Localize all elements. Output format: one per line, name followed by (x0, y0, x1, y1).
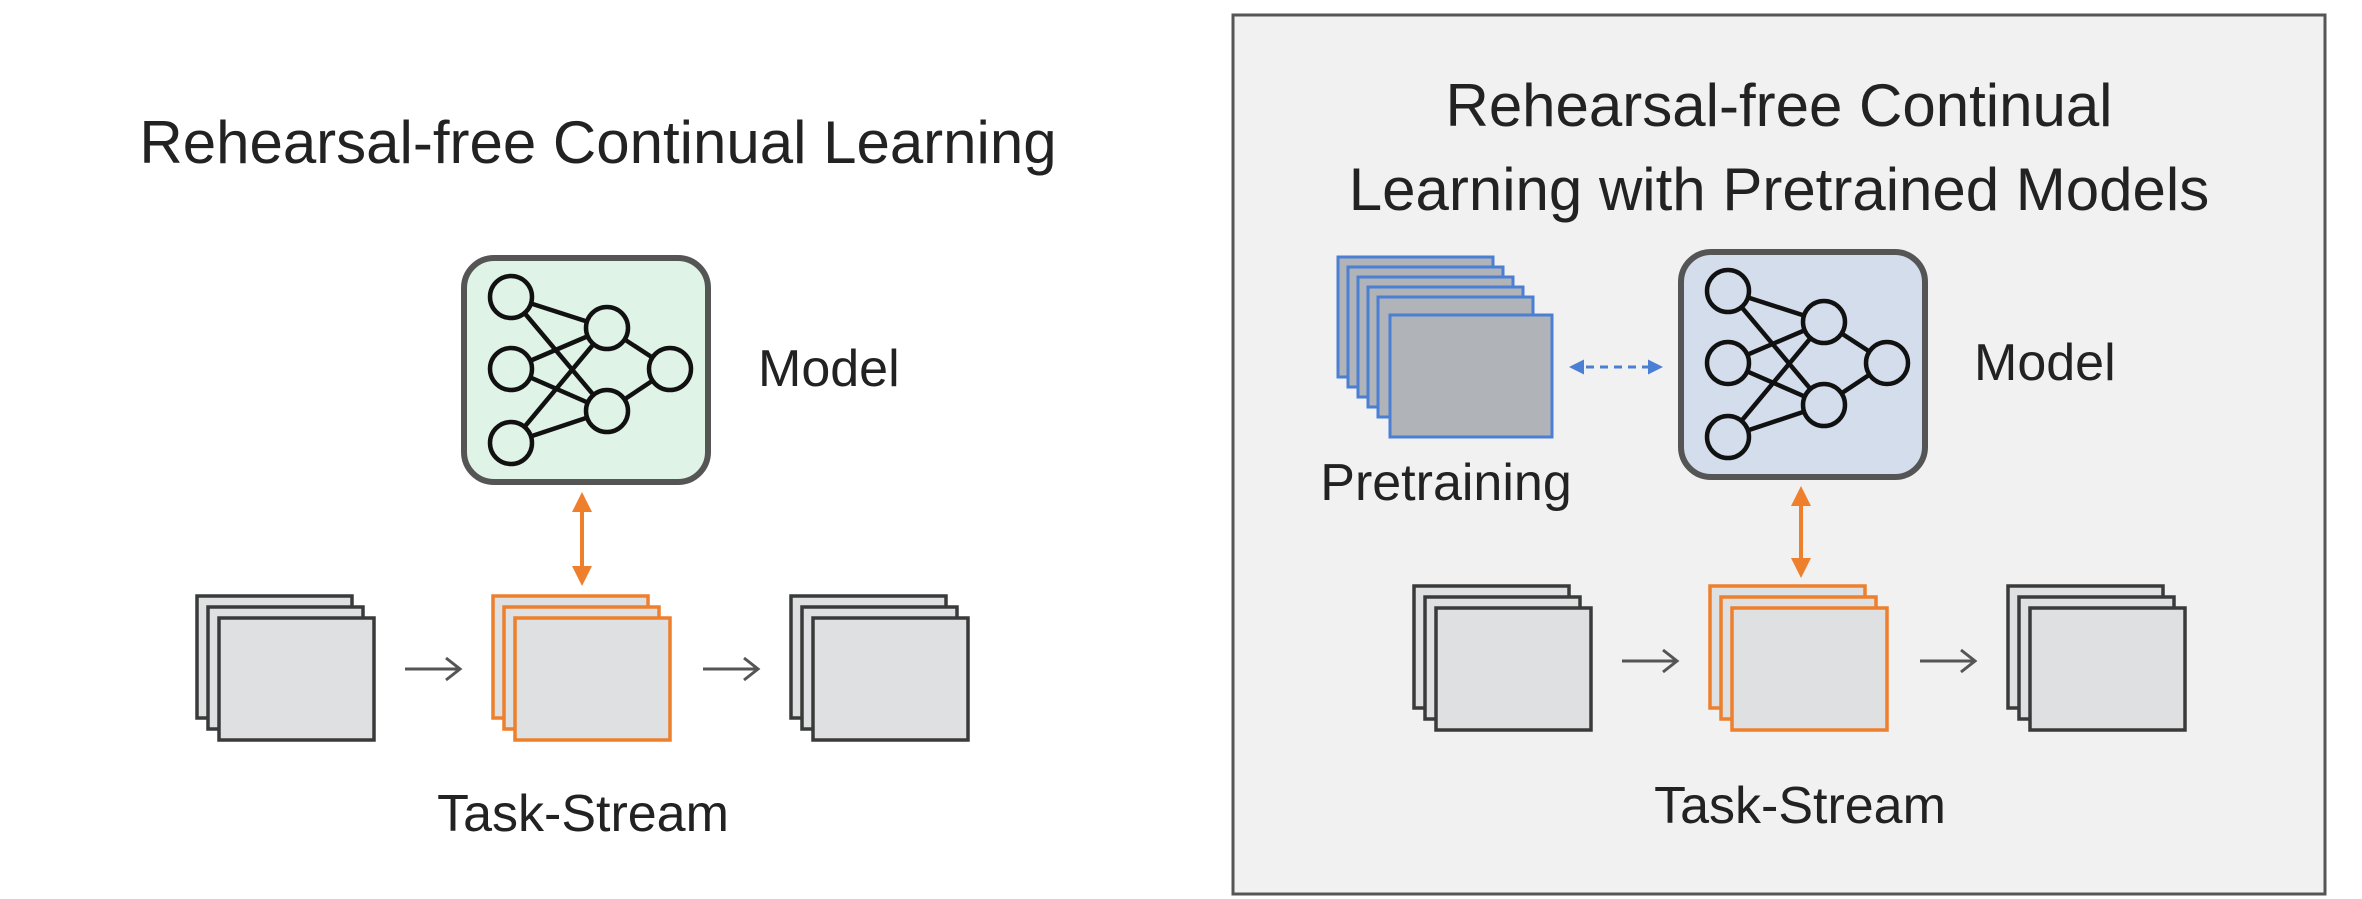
right-task-stack-1 (1412, 584, 1593, 732)
left-task-stack-3 (789, 594, 970, 742)
right-panel: Rehearsal-free Continual Learning with P… (1231, 13, 2327, 896)
left-model-label: Model (758, 340, 900, 398)
left-task-stack-active (491, 594, 672, 742)
right-model-label: Model (1974, 334, 2116, 392)
right-task-stack-active (1708, 584, 1889, 732)
right-panel-title-line2: Learning with Pretrained Models (1349, 156, 2209, 223)
pretraining-stack (1336, 255, 1554, 439)
left-stream-label: Task-Stream (437, 785, 729, 843)
left-panel-title: Rehearsal-free Continual Learning (139, 109, 1056, 176)
left-model-box (461, 255, 711, 485)
left-panel: Rehearsal-free Continual Learning (139, 109, 1056, 843)
right-stream-label: Task-Stream (1654, 777, 1946, 835)
left-task-stack-1 (195, 594, 376, 742)
neural-network-icon (487, 273, 694, 467)
pretraining-label: Pretraining (1320, 454, 1571, 512)
neural-network-icon (1704, 267, 1911, 461)
right-panel-title-line1: Rehearsal-free Continual (1445, 72, 2112, 139)
right-model-box (1678, 249, 1928, 480)
right-task-stack-3 (2006, 584, 2187, 732)
